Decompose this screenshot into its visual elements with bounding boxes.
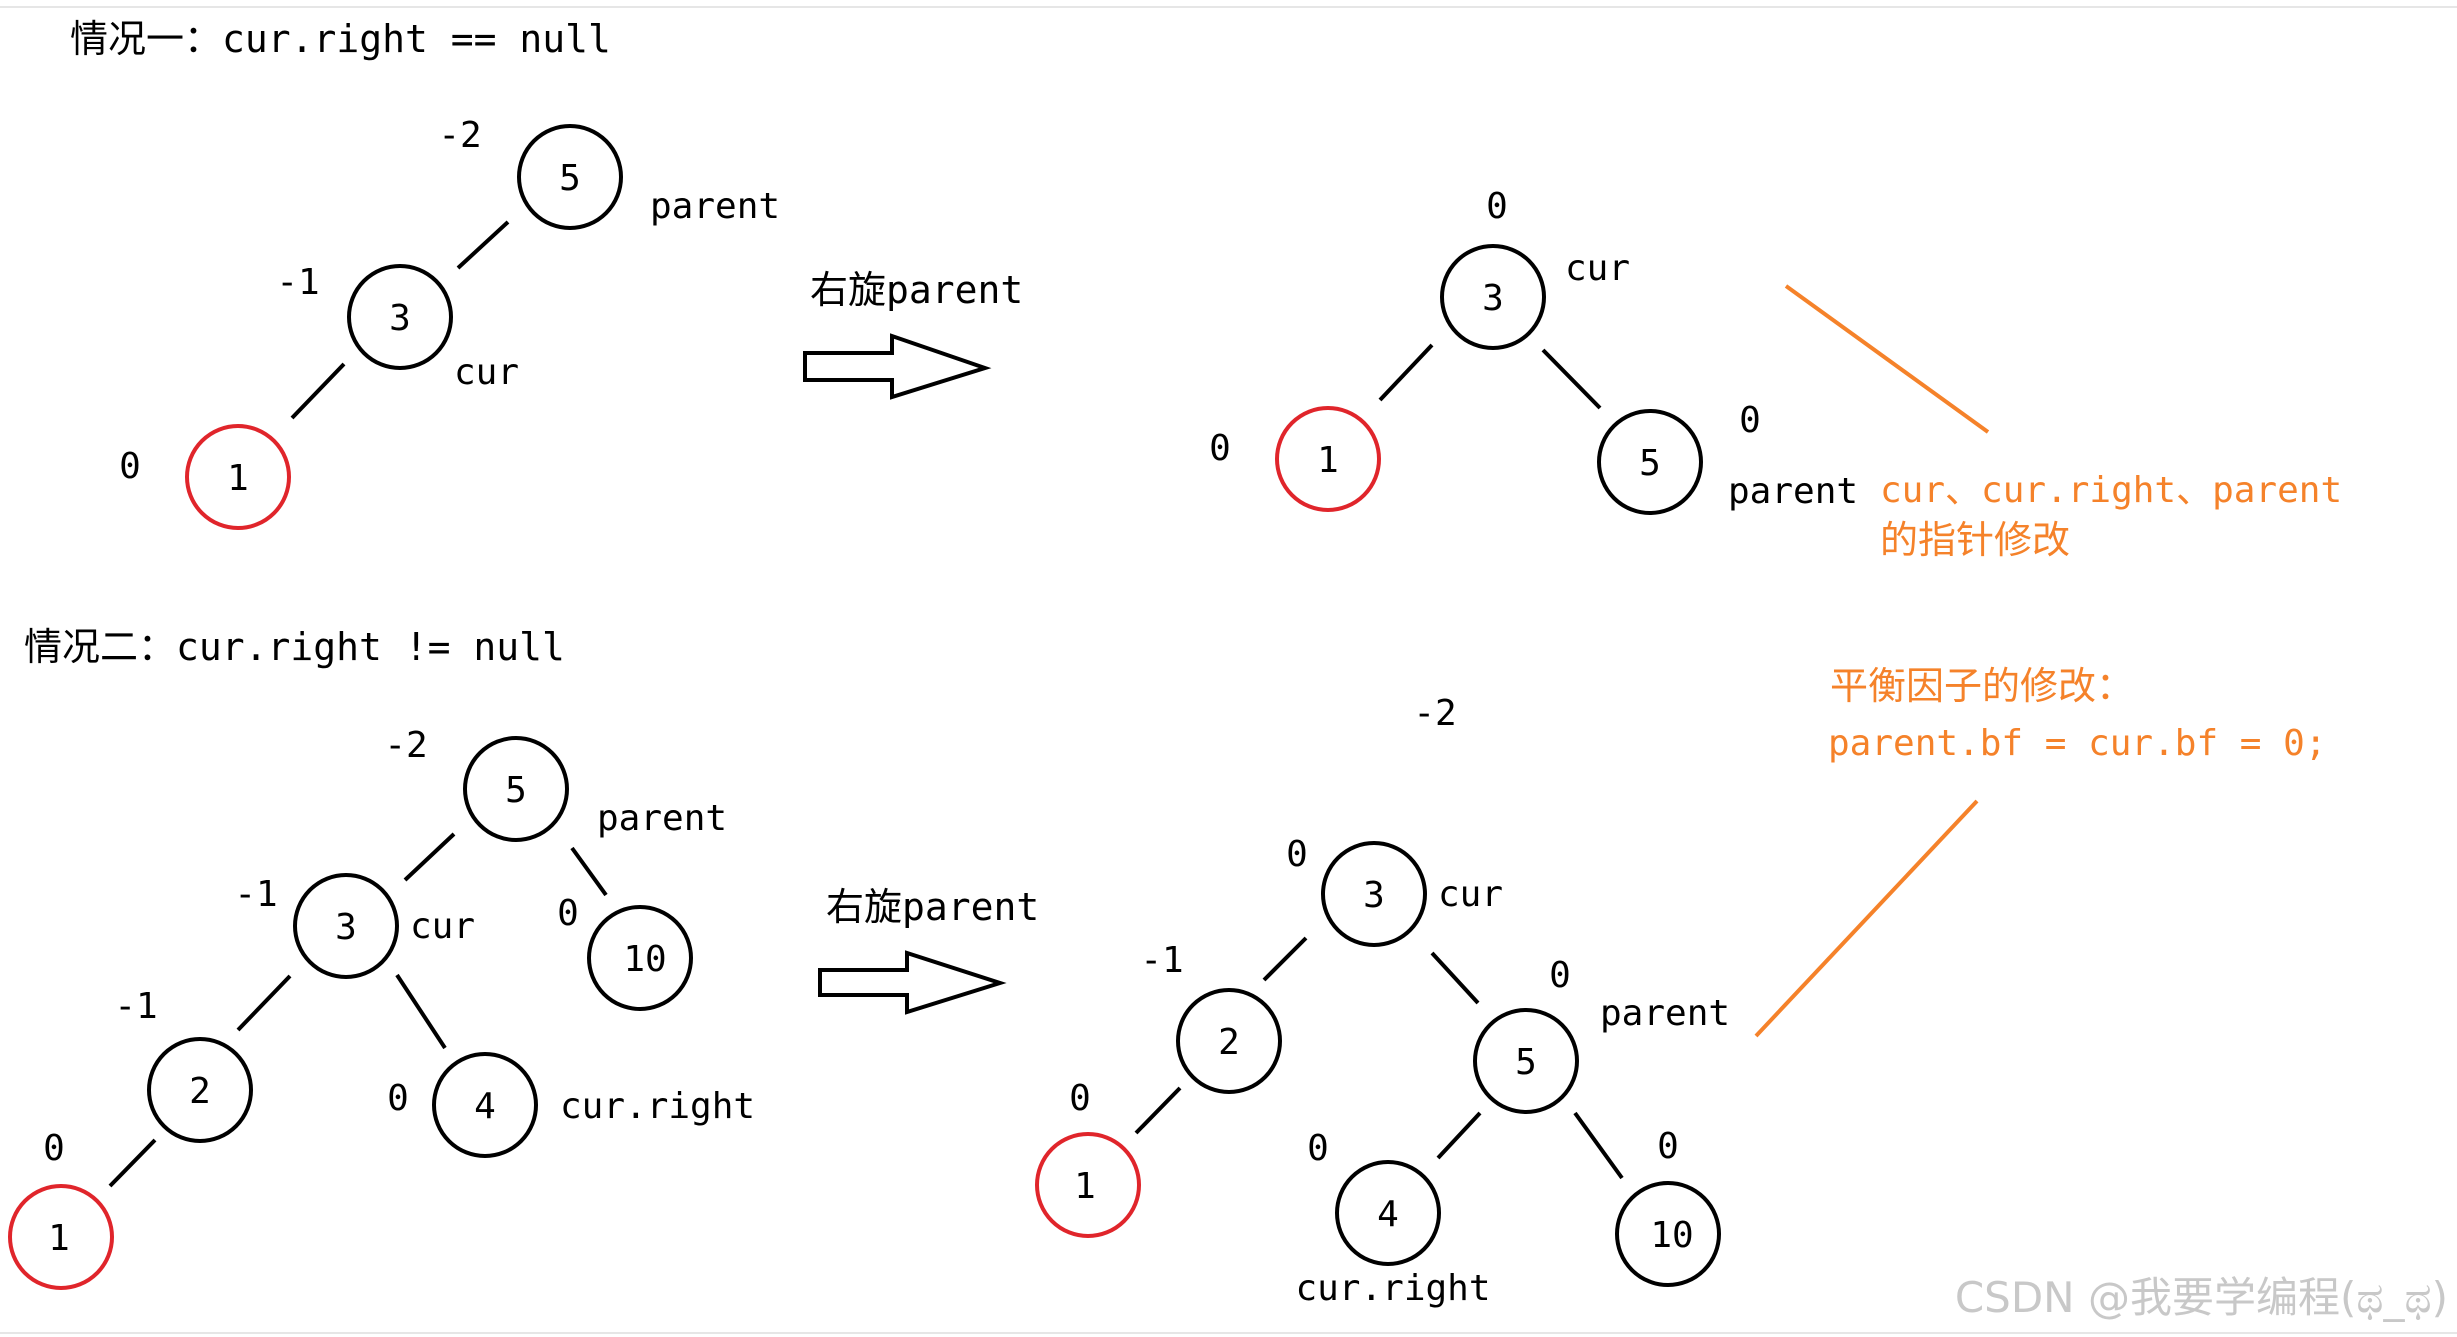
node-label: cur.right xyxy=(560,1086,755,1127)
bottom-border xyxy=(0,1332,2457,1334)
node-value: 5 xyxy=(505,770,527,811)
tree-node xyxy=(463,736,569,842)
node-value: 3 xyxy=(1363,875,1385,916)
balance-factor: 0 xyxy=(43,1128,65,1169)
balance-factor: 0 xyxy=(1549,955,1571,996)
case2-before-tree: 5 -2 parent 3 -1 cur 10 0 2 -1 4 0 cur.r… xyxy=(8,725,755,1290)
bf-note-line2: parent.bf = cur.bf = 0; xyxy=(1828,723,2327,764)
node-label: cur xyxy=(454,352,519,393)
node-value: 10 xyxy=(1650,1215,1693,1256)
balance-factor: -2 xyxy=(438,115,481,156)
balance-factor: 0 xyxy=(1486,186,1508,227)
annotation-pointer xyxy=(1754,799,1979,1038)
tree-node xyxy=(1321,841,1427,947)
annotation-pointer xyxy=(1784,284,1990,434)
balance-factor: 0 xyxy=(387,1078,409,1119)
node-value: 5 xyxy=(1639,443,1661,484)
bf-note-line1: 平衡因子的修改： xyxy=(1830,664,2134,708)
edge xyxy=(1436,1111,1482,1160)
pointer-note-line1: cur、cur.right、parent xyxy=(1880,470,2342,511)
node-value: 1 xyxy=(48,1218,70,1259)
tree-node-highlighted xyxy=(185,424,291,530)
node-value: 4 xyxy=(1377,1194,1399,1235)
node-value: 1 xyxy=(227,458,249,499)
node-label: cur xyxy=(410,906,475,947)
edge xyxy=(1430,951,1480,1005)
edge xyxy=(1573,1111,1624,1180)
pointer-note-line2: 的指针修改 xyxy=(1880,518,2070,562)
edge xyxy=(290,362,346,420)
tree-node xyxy=(1440,244,1546,350)
node-value: 2 xyxy=(1218,1022,1240,1063)
balance-factor: 0 xyxy=(1739,400,1761,441)
tree-node xyxy=(432,1052,538,1158)
tree-node-highlighted xyxy=(1035,1132,1141,1238)
node-label: parent xyxy=(1728,471,1858,512)
node-value: 2 xyxy=(189,1071,211,1112)
case1-after-tree: 3 0 cur 1 0 5 0 parent xyxy=(1209,186,1858,515)
case1-title: 情况一：cur.right == null xyxy=(70,17,611,61)
tree-node xyxy=(1597,409,1703,515)
node-label: parent xyxy=(650,186,780,227)
node-value: 5 xyxy=(1515,1042,1537,1083)
balance-factor: -1 xyxy=(276,262,319,303)
balance-factor: 0 xyxy=(1657,1126,1679,1167)
edge xyxy=(403,832,456,882)
node-label: parent xyxy=(597,798,727,839)
balance-factor: -2 xyxy=(384,725,427,766)
balance-factor: -1 xyxy=(114,986,157,1027)
edge xyxy=(570,846,608,897)
rotate-arrow xyxy=(818,950,1007,1015)
node-label: parent xyxy=(1600,993,1730,1034)
rotate-arrow xyxy=(803,333,992,400)
tree-node-highlighted xyxy=(8,1184,114,1290)
case1-before-tree: 5 -2 parent 3 -1 cur 1 0 xyxy=(119,115,780,530)
balance-factor: 0 xyxy=(557,893,579,934)
tree-node xyxy=(147,1037,253,1143)
node-value: 1 xyxy=(1317,440,1339,481)
node-label: cur.right xyxy=(1295,1268,1490,1309)
tree-node xyxy=(1615,1181,1721,1287)
rotate-label: 右旋parent xyxy=(826,885,1039,929)
node-value: 3 xyxy=(1482,278,1504,319)
tree-node xyxy=(293,873,399,979)
tree-node-highlighted xyxy=(1275,406,1381,512)
rotate-label: 右旋parent xyxy=(810,268,1023,312)
balance-factor: 0 xyxy=(119,446,141,487)
balance-factor: -1 xyxy=(234,874,277,915)
case2-title: 情况二：cur.right != null xyxy=(24,625,565,669)
balance-factor: -1 xyxy=(1140,940,1183,981)
watermark: CSDN @我要学编程(ಥ_ಥ) xyxy=(1955,1273,2448,1322)
node-label: cur xyxy=(1565,248,1630,289)
edge xyxy=(1134,1086,1182,1135)
balance-factor: 0 xyxy=(1209,428,1231,469)
balance-factor: 0 xyxy=(1307,1128,1329,1169)
node-value: 3 xyxy=(335,907,357,948)
edge xyxy=(1262,936,1308,982)
edge xyxy=(108,1138,157,1188)
top-border xyxy=(0,6,2457,8)
edge xyxy=(1378,343,1434,402)
floating-balance-factor: -2 xyxy=(1413,693,1456,734)
case2-after-tree: 3 0 cur 2 -1 5 0 parent 1 0 4 0 cur.righ… xyxy=(1035,834,1730,1309)
tree-node xyxy=(587,905,693,1011)
tree-node xyxy=(517,124,623,230)
edge xyxy=(236,974,292,1032)
tree-node xyxy=(347,264,453,370)
node-value: 3 xyxy=(389,298,411,339)
node-label: cur xyxy=(1438,874,1503,915)
tree-node xyxy=(1335,1160,1441,1266)
node-value: 10 xyxy=(623,939,666,980)
tree-node xyxy=(1176,988,1282,1094)
balance-factor: 0 xyxy=(1069,1078,1091,1119)
balance-factor: 0 xyxy=(1286,834,1308,875)
edge xyxy=(456,220,510,270)
tree-node xyxy=(1473,1008,1579,1114)
edge xyxy=(395,973,447,1050)
node-value: 4 xyxy=(474,1086,496,1127)
node-value: 5 xyxy=(559,158,581,199)
edge xyxy=(1541,348,1602,410)
node-value: 1 xyxy=(1074,1166,1096,1207)
